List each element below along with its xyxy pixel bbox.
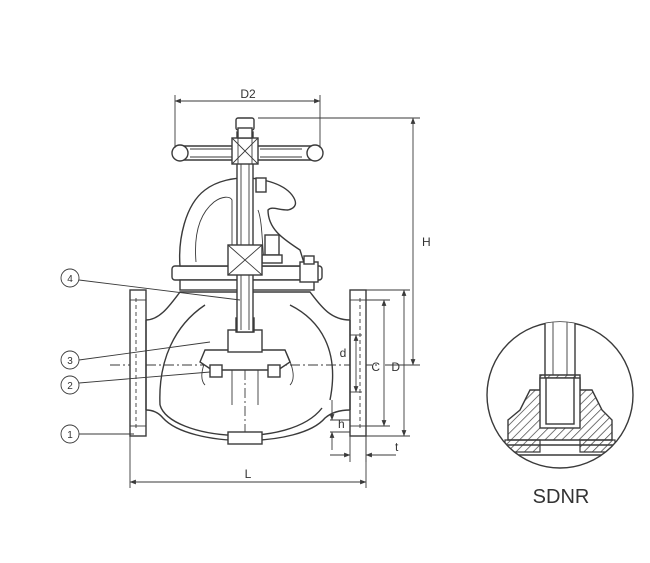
label-d-bore: d [340, 346, 347, 360]
callout-3: 3 [60, 341, 211, 370]
dimension-d2: D2 [174, 87, 321, 148]
label-d2: D2 [240, 87, 256, 101]
valve-body [110, 117, 380, 445]
detail-label: SDNR [533, 486, 590, 508]
callout-2: 2 [60, 371, 211, 395]
svg-text:3: 3 [67, 356, 73, 367]
label-h: H [422, 235, 431, 249]
callout-1: 1 [60, 424, 134, 444]
label-l: L [245, 467, 252, 481]
label-d: D [391, 360, 400, 374]
label-c: C [371, 360, 380, 374]
dimension-h-small: h [329, 400, 350, 450]
svg-text:4: 4 [67, 274, 73, 285]
dimension-d-c-d: d C D [340, 289, 410, 437]
callout-4: 4 [60, 268, 241, 301]
detail-sdnr: SDNR [486, 321, 634, 508]
dimension-t: t [330, 436, 399, 462]
svg-text:2: 2 [67, 381, 73, 392]
label-t: t [395, 440, 399, 454]
label-h-small: h [338, 417, 345, 431]
svg-text:1: 1 [67, 430, 73, 441]
dimension-l: L [129, 436, 367, 488]
